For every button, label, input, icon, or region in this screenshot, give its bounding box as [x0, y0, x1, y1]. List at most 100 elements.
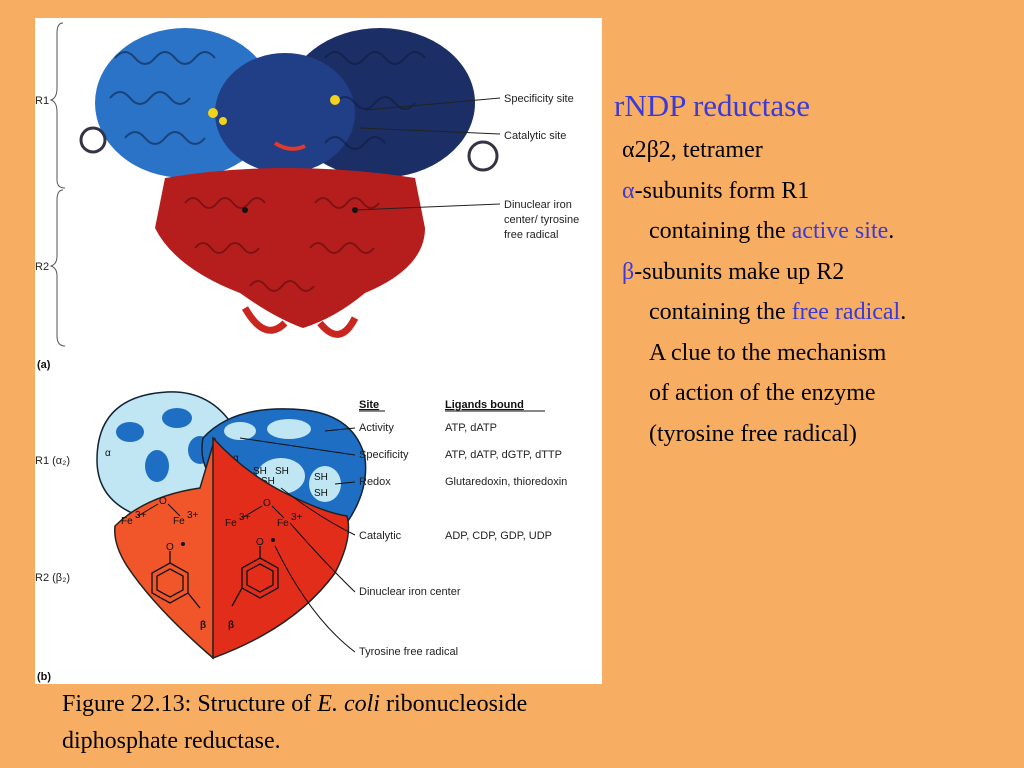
ligands-specificity: ATP, dATP, dGTP, dTTP: [445, 449, 562, 461]
clue-line-1: A clue to the mechanism: [649, 339, 887, 366]
beta-subunit-text: -subunits make up R2: [634, 258, 845, 285]
oxygen-right: O: [263, 498, 271, 509]
figure-caption: Figure 22.13: Structure of E. coli ribon…: [62, 686, 782, 760]
sh-label-1: SH: [253, 466, 267, 477]
site-dinuclear-iron: Dinuclear iron center: [359, 586, 461, 598]
beta-subunit-line: β-subunits make up R2: [612, 252, 1022, 293]
alpha-label-right: α: [233, 453, 239, 464]
callout-specificity-site: Specificity site: [504, 93, 574, 105]
radical-dot-left: [181, 542, 185, 546]
fe-left-1-charge: 3+: [135, 510, 147, 521]
fe-left-2-charge: 3+: [187, 510, 199, 521]
ligands-activity: ATP, dATP: [445, 422, 497, 434]
panel-a-structure: R1 R2: [35, 22, 579, 347]
fe-left-1: Fe: [121, 516, 133, 527]
callout-dinuclear-2: center/ tyrosine: [504, 214, 579, 226]
site-header: Site: [359, 399, 379, 411]
callout-dinuclear-3: free radical: [504, 229, 558, 241]
r1-r2-link: [273, 141, 306, 151]
tyrosine-oxygen-right: O: [256, 537, 264, 548]
callout-line-specificity: [364, 97, 501, 111]
ligands-header: Ligands bound: [445, 399, 524, 411]
caption-suffix: ribonucleoside: [379, 691, 528, 717]
slide-title: rNDP reductase: [614, 88, 810, 123]
alpha-left-pocket-4: [145, 450, 169, 482]
clue-line-3: (tyrosine free radical): [649, 420, 857, 447]
tyrosine-left: [151, 551, 201, 609]
r1-helix-texture: [109, 51, 426, 150]
row-label-r1: R1 (α₂): [35, 455, 70, 467]
bracket-label-r2: R2: [35, 261, 49, 273]
beta-label-right: β: [228, 620, 234, 631]
panel-b-schematic: R1 (α₂) R2 (β₂) α α SH SH SH SH SH Fe 3+…: [35, 391, 567, 660]
free-radical-suffix: .: [900, 299, 907, 325]
sh-label-4: SH: [314, 472, 328, 483]
iron-marker-left: [242, 207, 248, 213]
slide-text-block: rNDP reductase α2β2, tetramer α-subunits…: [612, 88, 1022, 454]
beta-label-left: β: [200, 620, 206, 631]
panel-b-label: (b): [37, 671, 51, 683]
caption-species: E. coli: [317, 691, 380, 717]
callout-dinuclear-1: Dinuclear iron: [504, 199, 572, 211]
r2-loop-right: [317, 316, 359, 338]
alpha-symbol: α: [622, 177, 635, 204]
bracket-r2: [49, 189, 66, 347]
free-radical-line: containing the free radical.: [612, 292, 1022, 333]
radical-dot-right: [271, 538, 275, 542]
site-redox: Redox: [359, 476, 391, 488]
caption-prefix: Figure 22.13: Structure of: [62, 691, 318, 717]
active-site-marker-left: [208, 108, 218, 118]
active-site-highlight: active site: [791, 218, 889, 244]
clue-line-2: of action of the enzyme: [649, 380, 876, 406]
free-radical-highlight: free radical: [791, 299, 901, 325]
active-site-marker-left-2: [219, 117, 227, 125]
beta-subunit-left: [114, 437, 216, 660]
figure-image: R1 R2: [35, 18, 602, 684]
r2-loop-left: [241, 306, 288, 334]
fe-right-2: Fe: [277, 518, 289, 529]
fe-right-1-charge: 3+: [239, 512, 251, 523]
fe-o-bonds-right: [241, 505, 285, 519]
leader-lines: [239, 427, 356, 653]
sh-label-3: SH: [261, 476, 275, 487]
redox-site-pocket: [309, 466, 341, 502]
activity-site-pocket: [224, 422, 256, 440]
sh-label-2: SH: [275, 466, 289, 477]
r1-center: [215, 53, 355, 173]
ligands-catalytic: ADP, CDP, GDP, UDP: [445, 530, 552, 542]
bracket-r1: [49, 22, 66, 189]
specificity-site-pocket: [267, 419, 311, 439]
tyrosine-right: [231, 546, 279, 607]
r2-helix-texture: [184, 197, 380, 292]
active-site-line: containing the active site.: [612, 211, 1022, 252]
alpha-left-pocket-1: [116, 422, 144, 442]
row-label-r2: R2 (β₂): [35, 572, 70, 584]
free-radical-prefix: containing the: [649, 299, 792, 325]
tyrosine-oxygen-left: O: [166, 542, 174, 553]
beta-subunit-right: [212, 436, 350, 660]
fe-right-1: Fe: [225, 518, 237, 529]
callout-catalytic-site: Catalytic site: [504, 130, 566, 142]
bracket-label-r1: R1: [35, 95, 49, 107]
figure-svg: R1 R2: [35, 22, 579, 683]
helix-coil-left: [79, 126, 107, 154]
alpha-label-left: α: [105, 448, 111, 459]
site-tyrosine-radical: Tyrosine free radical: [359, 646, 458, 658]
alpha-subunit-line: α-subunits form R1: [612, 171, 1022, 212]
fe-left-2: Fe: [173, 516, 185, 527]
helix-coil-right: [467, 140, 499, 172]
caption-line-1: Figure 22.13: Structure of E. coli ribon…: [62, 686, 782, 723]
site-activity: Activity: [359, 422, 394, 434]
site-specificity: Specificity: [359, 449, 409, 461]
site-catalytic: Catalytic: [359, 530, 402, 542]
callout-line-catalytic: [359, 127, 501, 135]
ligands-redox: Glutaredoxin, thioredoxin: [445, 476, 567, 488]
oxygen-left: O: [159, 496, 167, 507]
r2-domain: [155, 168, 425, 328]
alpha-left-pocket-2: [162, 408, 192, 428]
beta-symbol: β: [622, 258, 635, 285]
tetramer-line: α2β2, tetramer: [622, 137, 763, 163]
active-site-marker-right: [330, 95, 340, 105]
fe-o-bonds-left: [137, 503, 181, 517]
active-site-prefix: containing the: [649, 218, 792, 244]
